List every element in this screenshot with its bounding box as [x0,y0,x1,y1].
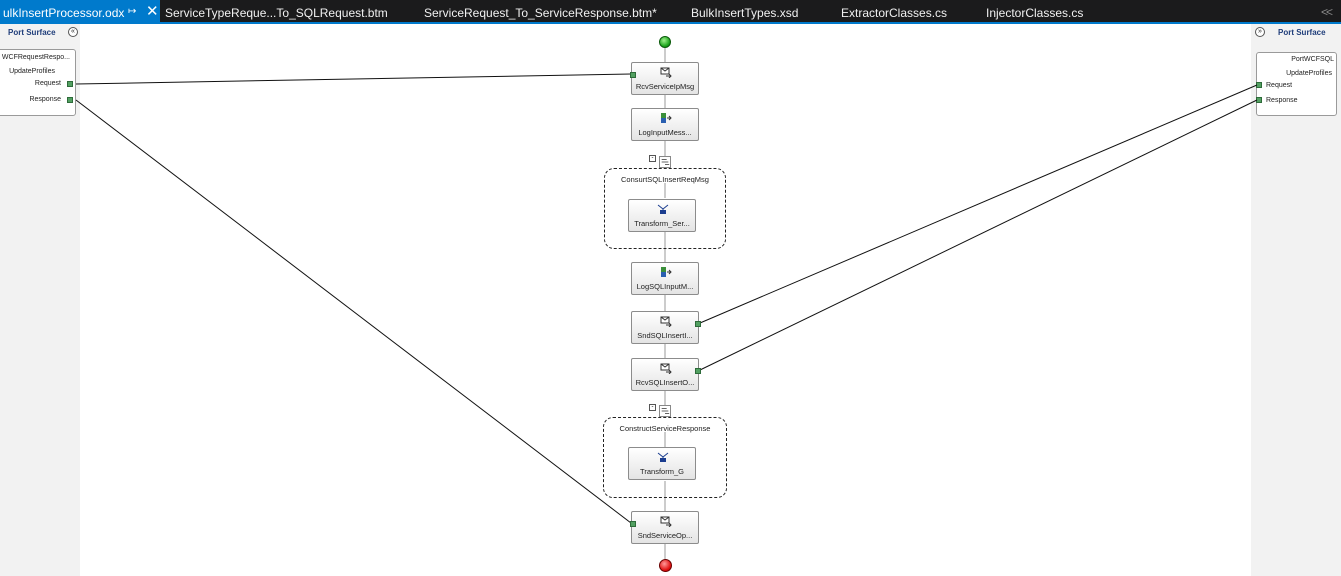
collapse-scope-icon[interactable]: - [649,155,656,162]
binding-left-response [75,99,632,524]
scope-label: ConstructServiceResponse [619,424,711,433]
port-operation: UpdateProfiles [1286,70,1332,77]
send-icon [660,516,672,527]
send-port-connector[interactable] [695,321,701,327]
port-name: PortWCFSQL [1291,56,1334,63]
left-request-connector[interactable] [67,81,73,87]
receive-shape-rcvsqlinsert[interactable]: RcvSQLInsertO... [631,358,701,391]
shape-label: SndServiceOp... [637,531,693,540]
shape-label: SndSQLInsertI... [637,331,693,340]
receive-port-connector[interactable] [695,368,701,374]
shape-label: Transform_Ser... [634,219,690,228]
tab-service-response-map[interactable]: ServiceRequest_To_ServiceResponse.btm* [421,0,657,24]
tab-injectorclasses[interactable]: InjectorClasses.cs [983,0,1083,24]
port-request-label: Request [34,80,61,87]
tab-label: ulkInsertProcessor.odx [3,6,125,20]
binding-left-request [75,73,632,85]
construct-message-icon [659,156,671,168]
construct-message-scope[interactable]: ConstructServiceResponse [603,417,727,498]
tab-accent-line [0,22,1341,24]
shape-label: RcvServiceIpMsg [635,82,695,91]
shape-label: LogInputMess... [638,128,692,137]
send-icon [660,316,672,327]
port-name: WCFRequestRespo... [1,54,70,61]
send-shape-sndsqlinsert[interactable]: SndSQLInsertI... [631,311,701,344]
tab-servicetyperequest-map[interactable]: ServiceTypeReque...To_SQLRequest.btm [162,0,388,24]
collapse-right-icon[interactable]: » [1255,27,1265,37]
port-response-label: Response [29,96,61,103]
expression-shape-loginputmess[interactable]: LogInputMess... [631,108,699,141]
right-port-surface: » Port Surface PortWCFSQL UpdateProfiles… [1251,24,1341,576]
port-surface-title: Port Surface [1278,28,1326,37]
right-response-connector[interactable] [1256,97,1262,103]
transform-shape-transform-g[interactable]: Transform_G [628,447,696,480]
collapse-left-icon[interactable]: « [68,27,78,37]
expression-shape-logsqlinputm[interactable]: LogSQLInputM... [631,262,699,295]
tab-label: ExtractorClasses.cs [841,6,948,20]
document-tab-bar: ulkInsertProcessor.odx ↦ ✕ ServiceTypeRe… [0,0,1341,24]
receive-icon [660,67,672,78]
expression-icon [661,267,672,277]
tab-overflow-chevron-icon[interactable]: << [1320,5,1333,19]
shape-label: LogSQLInputM... [636,282,694,291]
transform-icon [657,204,669,214]
tab-bulkinsertprocessor[interactable]: ulkInsertProcessor.odx [0,0,160,24]
tab-bulkinserttypes[interactable]: BulkInsertTypes.xsd [688,0,798,24]
transform-shape-transform-ser[interactable]: Transform_Ser... [628,199,696,232]
tab-label: ServiceTypeReque...To_SQLRequest.btm [165,6,388,20]
pin-icon[interactable]: ↦ [128,6,137,17]
binding-right-request [699,84,1258,324]
send-port-connector[interactable] [630,521,636,527]
tab-label: BulkInsertTypes.xsd [691,6,799,20]
right-port[interactable]: PortWCFSQL UpdateProfiles Request Respon… [1256,52,1337,116]
port-surface-title: Port Surface [8,28,56,37]
receive-icon [660,363,672,374]
send-shape-sndserviceop[interactable]: SndServiceOp... [630,511,699,544]
tab-extractorclasses[interactable]: ExtractorClasses.cs [838,0,947,24]
left-port[interactable]: WCFRequestRespo... UpdateProfiles Reques… [0,49,76,116]
start-shape[interactable] [659,36,671,48]
port-request-label: Request [1266,82,1293,89]
tab-label: InjectorClasses.cs [986,6,1084,20]
end-shape[interactable] [659,559,672,572]
tab-label: ServiceRequest_To_ServiceResponse.btm* [424,6,657,20]
left-response-connector[interactable] [67,97,73,103]
construct-message-scope[interactable]: ConsurtSQLInsertReqMsg [604,168,726,249]
binding-right-response [699,99,1258,371]
left-port-surface: Port Surface « WCFRequestRespo... Update… [0,24,80,576]
construct-message-icon [659,405,671,417]
scope-label: ConsurtSQLInsertReqMsg [621,175,709,184]
receive-port-connector[interactable] [630,72,636,78]
receive-shape-rcvserviceipmsg[interactable]: RcvServiceIpMsg [630,62,699,95]
port-response-label: Response [1266,97,1298,104]
expression-icon [661,113,672,123]
shape-label: RcvSQLInsertO... [635,378,695,387]
shape-label: Transform_G [640,467,684,476]
port-operation: UpdateProfiles [9,68,55,75]
close-icon[interactable]: ✕ [146,3,159,20]
collapse-scope-icon[interactable]: - [649,404,656,411]
right-request-connector[interactable] [1256,82,1262,88]
transform-icon [657,452,669,462]
